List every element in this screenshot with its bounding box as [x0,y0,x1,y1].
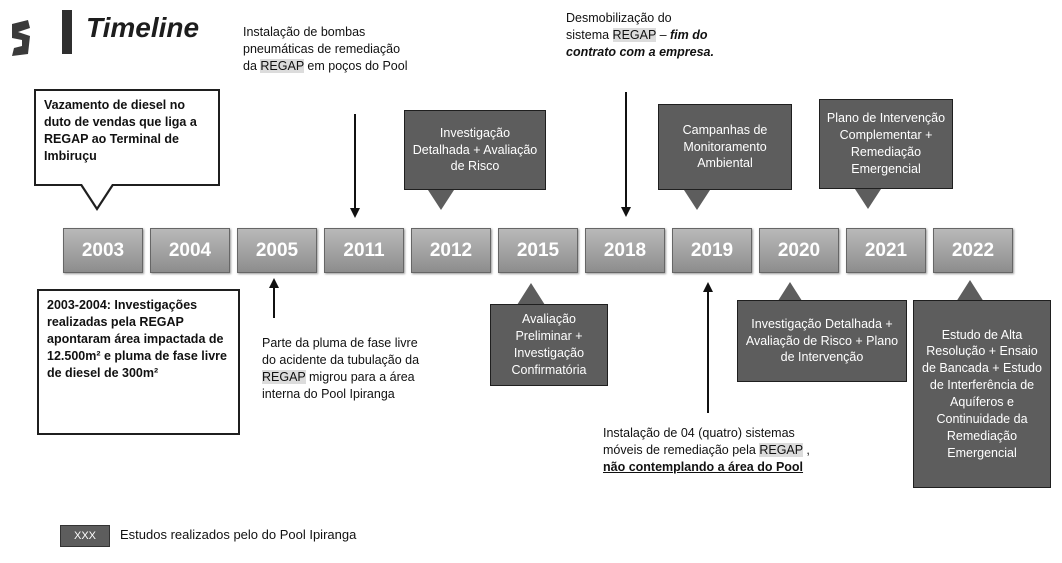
callout-2019-text: Campanhas de Monitoramento Ambiental [682,122,768,171]
note-2011-highlight: REGAP [260,58,304,73]
callout-2012-investigation: Investigação Detalhada + Avaliação de Ri… [404,110,546,190]
callout-2015-pointer [517,283,545,305]
callout-2015-text: Avaliação Preliminar + Investigação Conf… [511,312,587,377]
note-2019-sep: , [802,442,810,457]
year-2004: 2004 [150,228,230,273]
year-2005: 2005 [237,228,317,273]
note-2018-dash: – [656,27,670,42]
year-2003: 2003 [63,228,143,273]
legend-swatch: XXX [60,525,110,547]
note-2011-pumps: Instalação de bombas pneumáticas de reme… [243,24,413,75]
callout-2003-leak: Vazamento de diesel no duto de vendas qu… [34,89,220,186]
callout-2022-text: Estudo de Alta Resolução + Ensaio de Ban… [922,327,1042,460]
note-2019-emphasis: não contemplando a área do Pool [603,459,804,474]
year-2012: 2012 [411,228,491,273]
callout-2020-pointer [776,282,804,304]
year-2022: 2022 [933,228,1013,273]
note-2019-systems: Instalação de 04 (quatro) sistemas móvei… [603,425,813,476]
note-2011-text-a: Instalação de bombas pneumáticas de reme… [243,25,401,73]
note-2018-highlight: REGAP [612,27,657,42]
note-2019-text-a: Instalação de 04 (quatro) sistemas móvei… [603,426,795,457]
callout-2019-pointer [684,190,710,210]
company-logo-icon [12,20,30,56]
note-2005-text-b: migrou para a área interna do Pool Ipira… [262,369,415,401]
note-2005-plume: Parte da pluma de fase livre do acidente… [262,335,432,403]
year-2019: 2019 [672,228,752,273]
arrow-2005-line [273,286,275,318]
legend-label: Estudos realizados pelo do Pool Ipiranga [120,527,357,542]
title-accent-bar [62,10,72,54]
callout-2021-pointer [855,189,881,209]
callout-2019-monitoring: Campanhas de Monitoramento Ambiental [658,104,792,190]
callout-2003-2004-investigations: 2003-2004: Investigações realizadas pela… [37,289,240,435]
arrow-2011-head [349,208,360,218]
year-2018: 2018 [585,228,665,273]
callout-2021-plan: Plano de Intervenção Complementar + Reme… [819,99,953,189]
arrow-2019-line [707,290,709,413]
callout-2022-studies: Estudo de Alta Resolução + Ensaio de Ban… [913,300,1051,488]
note-2018-demobilization: Desmobilização do sistema REGAP – fim do… [566,10,716,61]
callout-2003-pointer-fill [82,184,112,207]
note-2005-highlight: REGAP [262,369,306,384]
arrow-2019-head [702,282,713,292]
note-2011-text-b: em poços do Pool [303,58,408,73]
arrow-2018-line [625,92,627,209]
callout-2012-text: Investigação Detalhada + Avaliação de Ri… [412,125,538,174]
note-2018-emphasis: fim do contrato com a empresa. [566,27,714,59]
arrow-2011-line [354,114,356,210]
note-2005-text-a: Parte da pluma de fase livre do acidente… [262,336,420,367]
callout-2003-leak-text: Vazamento de diesel no duto de vendas qu… [44,98,197,163]
callout-2020-text: Investigação Detalhada + Avaliação de Ri… [745,316,899,365]
year-2015: 2015 [498,228,578,273]
callout-2020-investigation: Investigação Detalhada + Avaliação de Ri… [737,300,907,382]
callout-2012-pointer [428,190,454,210]
year-2021: 2021 [846,228,926,273]
year-2020: 2020 [759,228,839,273]
arrow-2018-head [620,207,631,217]
callout-2015-assessment: Avaliação Preliminar + Investigação Conf… [490,304,608,386]
callout-2021-text: Plano de Intervenção Complementar + Reme… [826,111,946,176]
page-title: Timeline [86,12,200,43]
note-2018-text-a: Desmobilização do sistema [566,11,672,42]
callout-2022-pointer [956,280,984,302]
note-2019-highlight: REGAP [759,442,803,457]
arrow-2005-head [268,278,279,288]
year-2011: 2011 [324,228,404,273]
callout-2003-2004-text: 2003-2004: Investigações realizadas pela… [47,298,227,380]
